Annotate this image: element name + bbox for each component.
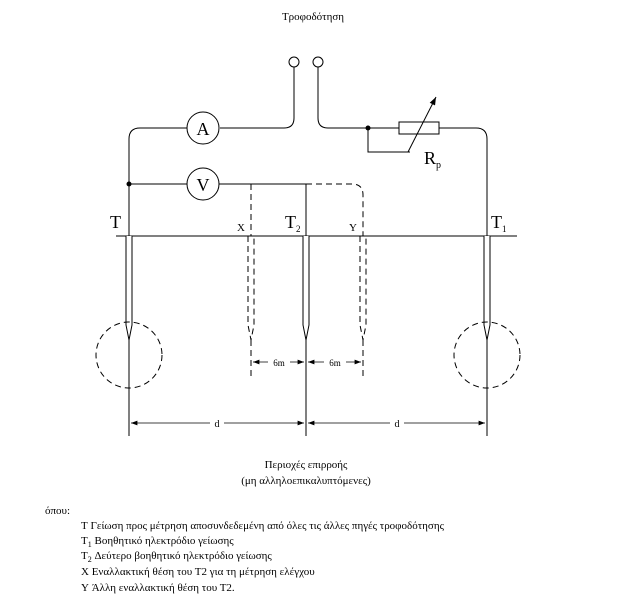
wire-to-Y-dashed bbox=[306, 183, 364, 236]
dimension-6m-right-label: 6m bbox=[329, 358, 341, 368]
electrode-T2 bbox=[302, 236, 310, 341]
supply-wire-left bbox=[220, 67, 295, 129]
electrode-T1 bbox=[483, 236, 491, 341]
supply-terminal-right bbox=[312, 56, 324, 68]
wire-ammeter-to-T bbox=[128, 127, 187, 236]
supply-terminal-left bbox=[288, 56, 300, 68]
resistor-bypass-wire bbox=[367, 128, 410, 153]
electrode-T1-label: T1 bbox=[491, 212, 507, 234]
resistor-label: Rp bbox=[424, 148, 441, 171]
resistor-arrow bbox=[407, 96, 437, 153]
electrode-X-dashed bbox=[247, 236, 255, 341]
dimension-d-right-label: d bbox=[395, 419, 400, 430]
wire-resistor-to-T1 bbox=[439, 127, 488, 236]
supply-wire-right bbox=[317, 67, 399, 129]
electrode-T-label: T bbox=[110, 212, 121, 232]
caption-line2: (μη αλληλοεπικαλυπτόμενες) bbox=[241, 475, 371, 487]
caption-line1: Περιοχές επιρροής bbox=[265, 459, 348, 471]
position-X-label: X bbox=[237, 222, 245, 234]
dimension-d-left-label: d bbox=[215, 419, 220, 430]
position-Y-label: Y bbox=[349, 222, 357, 234]
supply-title: Τροφοδότηση bbox=[282, 11, 344, 23]
electrode-Y-dashed bbox=[359, 236, 367, 341]
electrode-T bbox=[125, 236, 133, 341]
voltmeter-label: V bbox=[197, 175, 210, 195]
dimension-6m-left-label: 6m bbox=[273, 358, 285, 368]
electrode-T2-label: T2 bbox=[285, 212, 301, 234]
ammeter-label: A bbox=[197, 119, 210, 139]
variable-resistor-icon bbox=[398, 121, 440, 135]
